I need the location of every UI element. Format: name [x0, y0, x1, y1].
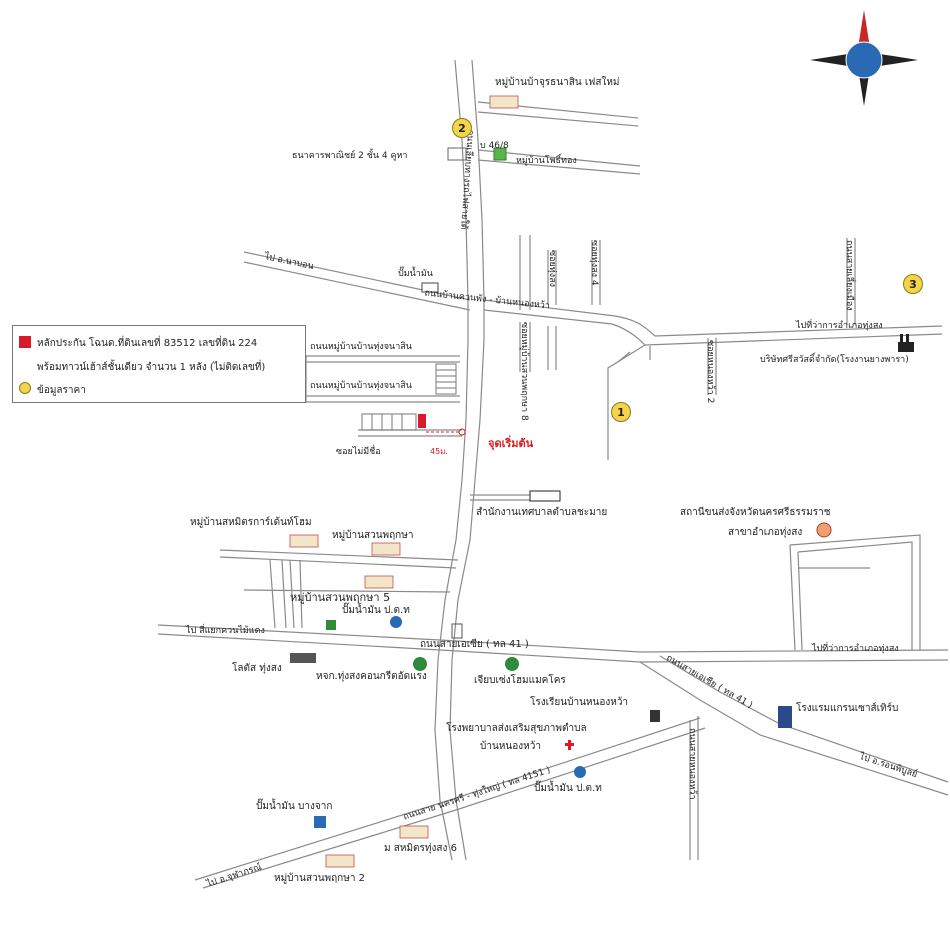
compass-rose-icon — [810, 10, 918, 106]
soi-right-label: ถนนสายเลี่ยงเมือง — [844, 240, 854, 311]
road-village-label: ถนนหมู่บ้านบ้านทุ่งจนาสิน — [310, 342, 412, 352]
price-marker-2: 2 — [452, 118, 472, 138]
petrol-top-label: ปั๊มน้ำมัน — [398, 269, 433, 279]
hospital-label: โรงพยาบาลส่งเสริมสุขภาพตำบล — [446, 723, 587, 734]
legend-building: พร้อมทาวน์เฮ้าส์ชั้นเดียว จำนวน 1 หลัง (… — [37, 362, 266, 373]
house-46-label: บ 46/8 — [480, 141, 509, 151]
price-marker-3: 3 — [903, 274, 923, 294]
soi-mai-mi-chue-label: ซอยไม่มีชื่อ — [336, 447, 381, 457]
legend-price-data: ข้อมูลราคา — [37, 385, 86, 396]
road-village2-label: ถนนหมู่บ้านบ้านทุ่งจนาสิน — [310, 381, 412, 391]
soi-6-label: ซอยทุ่งสง — [547, 250, 557, 288]
price-swatch-icon — [19, 382, 31, 394]
bank-label: ธนาคารพาณิชย์ 2 ชั้น 4 คูหา — [292, 151, 408, 161]
collateral-swatch-icon — [19, 336, 31, 348]
soi-4-label: ซอยทุ่งสง 4 — [589, 240, 599, 286]
health-branch-label: สาขาอำเภอทุ่งสง — [728, 527, 803, 538]
village-sahamit6-label: ม สหมิตรทุ่งสง 6 — [384, 843, 457, 854]
homemart-label: เจียบเซ่งโฮมแมคโคร — [474, 675, 566, 686]
petrol-ptt-label: ปั๊มน้ำมัน ป.ต.ท — [342, 605, 410, 616]
village-suan-label: หมู่บ้านโพธิ์ทอง — [516, 156, 577, 166]
start-point-label: จุดเริ่มต้น — [488, 437, 534, 450]
village-sahamit-label: หมู่บ้านสหมิตรการ์เด้นท์โฮม — [190, 517, 312, 528]
lotus-label: โลตัส ทุ่งสง — [232, 663, 282, 674]
village-suan-phruksa5-label: หมู่บ้านสวนพฤกษา 5 — [290, 591, 391, 604]
vertical-low-label: ถนนสายหนองหว้า — [687, 728, 697, 800]
tambon-office-label: สำนักงานเทศบาลตำบลชะมาย — [476, 507, 608, 518]
petrol-bangchak-label: ปั๊มน้ำมัน บางจาก — [256, 801, 333, 812]
concrete-label: หจก.ทุ่งสงคอนกรีตอัดแรง — [316, 671, 427, 682]
road-to-district-office-label: ไปที่ว่าการอำเภอทุ่งสง — [812, 644, 899, 654]
hotel-label: โรงแรมแกรนเซาส์เทิร์บ — [796, 703, 899, 714]
village-suan2-label: หมู่บ้านสวนพฤกษา 2 — [274, 873, 365, 884]
petrol-ptt2-label: ปั๊มน้ำมัน ป.ต.ท — [534, 783, 602, 794]
map-legend: หลักประกัน โฉนด.ที่ดินเลขที่ 83512 เลขที… — [12, 325, 306, 403]
price-marker-1: 1 — [611, 402, 631, 422]
soi-8-label: ซอยหมู่บ้านสวนพฤกษา 8 — [519, 322, 529, 421]
health-office-label: สถานีขนส่งจังหวัดนครศรีธรรมราช — [680, 507, 831, 518]
village-suan-phruksa-label: หมู่บ้านสวนพฤกษา — [332, 530, 414, 541]
company-label: บริษัทศรีสวัสดิ์จำกัด(โรงงานยางพารา) — [760, 355, 909, 365]
hospital2-label: บ้านหนองหว้า — [480, 741, 541, 752]
asia-road-label: ถนนสายเอเซีย ( ทล 41 ) — [420, 639, 529, 650]
road-to-tha-sala-label: ไป สี่แยกควนไม้แดง — [186, 626, 265, 636]
school-label: โรงเรียนบ้านหนองหว้า — [530, 697, 629, 708]
legend-collateral: หลักประกัน โฉนด.ที่ดินเลขที่ 83512 เลขที… — [37, 338, 258, 349]
village-top-label: หมู่บ้านบ้าจุรธนาสิน เฟสใหม่ — [495, 77, 620, 88]
distance-label: 45ม. — [430, 447, 448, 456]
soi-2-label: ซอยหนองหว้า 2 — [705, 340, 715, 404]
road-to-district-top-label: ไปที่ว่าการอำเภอทุ่งสง — [796, 321, 883, 331]
